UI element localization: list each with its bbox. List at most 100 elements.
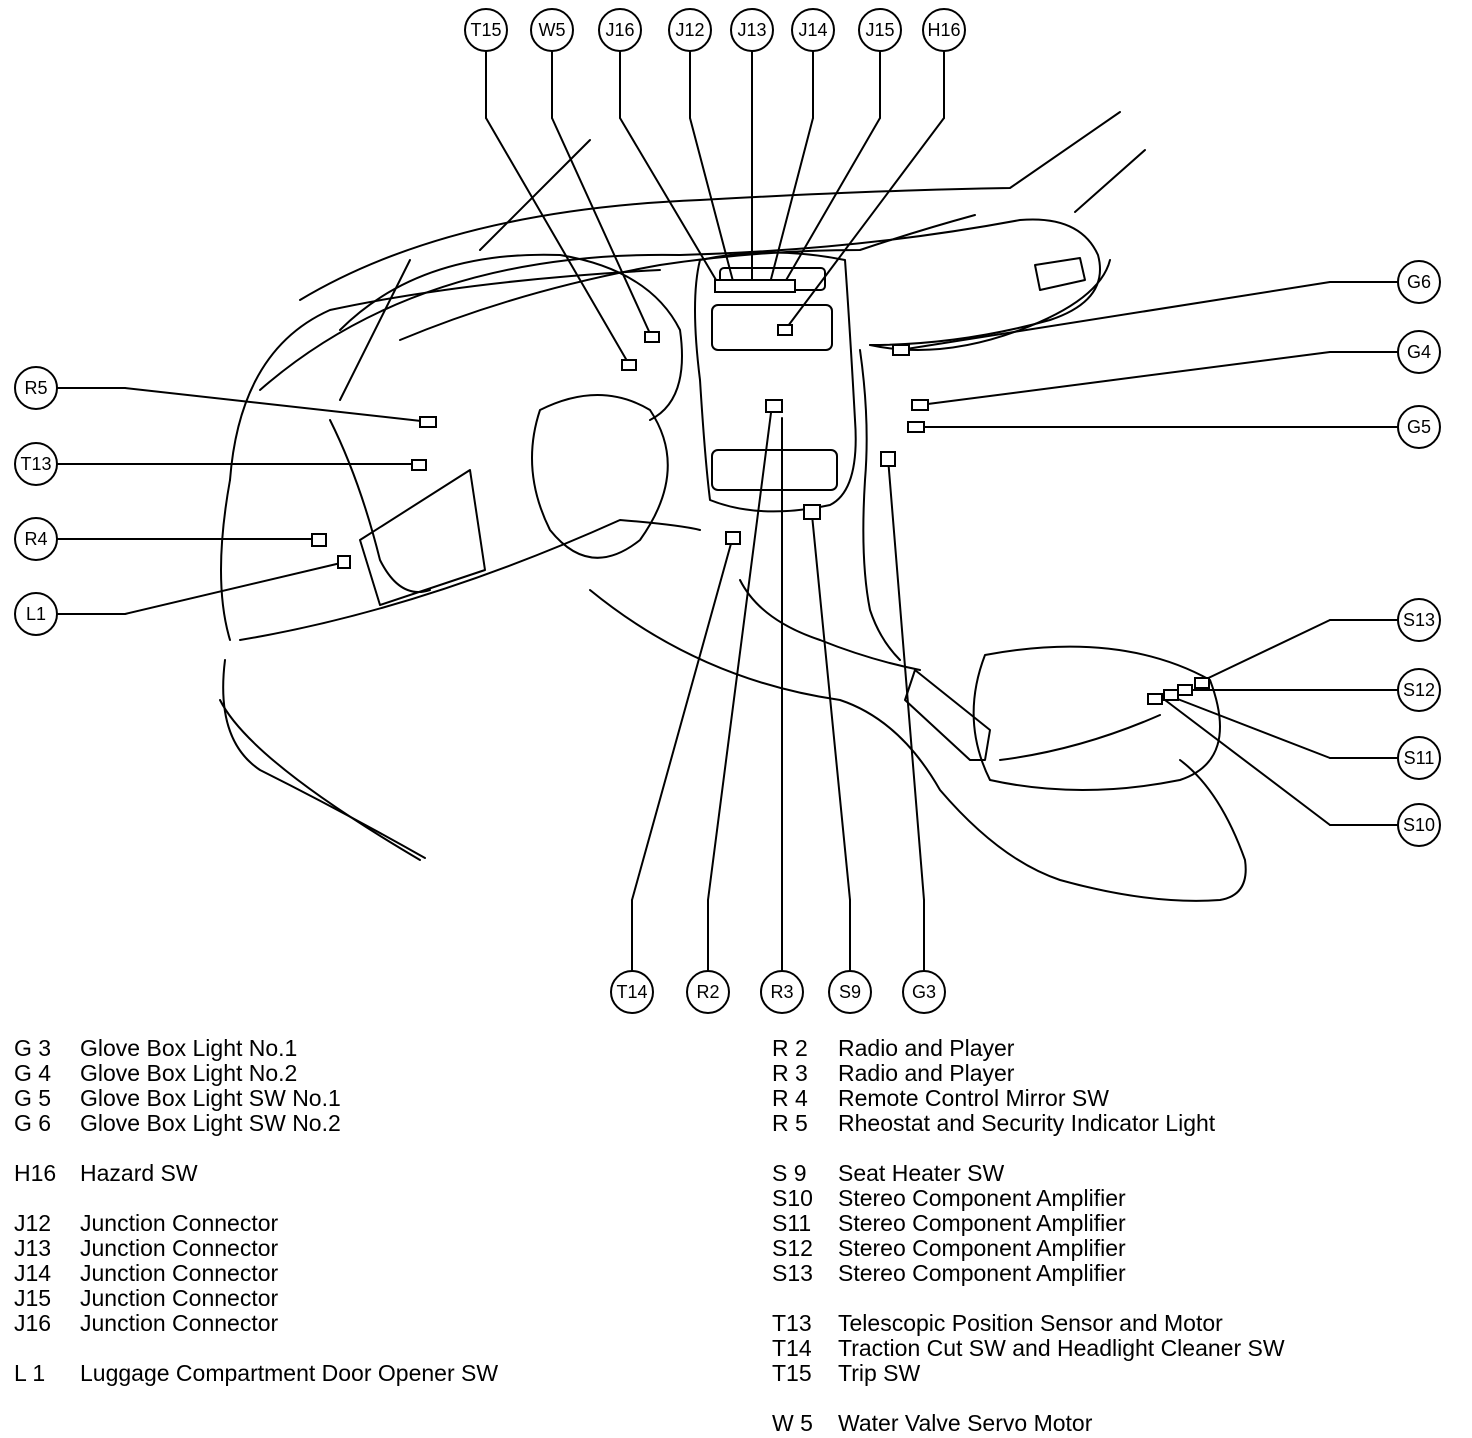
callout-H16: H16 <box>922 8 966 52</box>
legend-label: Rheostat and Security Indicator Light <box>838 1110 1216 1136</box>
legend-code: H16 <box>14 1160 57 1186</box>
callout-S11: S11 <box>1397 736 1441 780</box>
cluster-hood <box>339 253 683 421</box>
callout-T14: T14 <box>610 970 654 1014</box>
glovebox-lid <box>1034 257 1086 291</box>
legend-label: Glove Box Light No.2 <box>80 1060 298 1086</box>
legend-code: S11 <box>772 1210 812 1236</box>
steering-hub <box>531 394 669 559</box>
legend-code: R 4 <box>772 1085 808 1111</box>
connector-t14 <box>725 531 741 545</box>
connector-l1 <box>337 555 351 569</box>
legend-code: T14 <box>772 1335 812 1361</box>
callout-G4: G4 <box>1397 330 1441 374</box>
callout-J16: J16 <box>598 8 642 52</box>
legend-code: S13 <box>772 1260 813 1286</box>
legend-label: Glove Box Light No.1 <box>80 1035 298 1061</box>
callout-W5: W5 <box>530 8 574 52</box>
connector-g5 <box>907 421 925 433</box>
instrument-panel-face <box>229 269 661 481</box>
instrument-panel-top <box>259 218 1101 391</box>
connector-t15 <box>621 359 637 371</box>
legend-code: S10 <box>772 1185 813 1211</box>
legend-code: G 4 <box>14 1060 52 1086</box>
callout-S13: S13 <box>1397 598 1441 642</box>
connector-s12 <box>1177 684 1193 696</box>
connector-s11 <box>1163 689 1179 701</box>
dashboard-drawing <box>57 51 1398 971</box>
callout-T13: T13 <box>14 442 58 486</box>
legend-item: J13 Junction Connector <box>14 1236 498 1261</box>
console-tray <box>739 579 921 671</box>
legend-item: R 5 Rheostat and Security Indicator Light <box>772 1111 1285 1136</box>
legend-code: G 3 <box>14 1035 52 1061</box>
callout-R5: R5 <box>14 366 58 410</box>
legend-code: S12 <box>772 1235 813 1261</box>
legend-label: Water Valve Servo Motor <box>838 1410 1093 1436</box>
legend-item: H16 Hazard SW <box>14 1161 498 1186</box>
harness-top <box>399 214 976 341</box>
legend-label: Traction Cut SW and Headlight Cleaner SW <box>838 1335 1285 1361</box>
legend-label: Radio and Player <box>838 1060 1015 1086</box>
lower-skirt <box>219 699 421 861</box>
callout-R3: R3 <box>760 970 804 1014</box>
connector-s13 <box>1194 677 1210 689</box>
legend-label: Luggage Compartment Door Opener SW <box>80 1360 499 1386</box>
connector-r4 <box>311 533 327 547</box>
connector-g4 <box>911 399 929 411</box>
connector-t13 <box>411 459 427 471</box>
callout-J14: J14 <box>791 8 835 52</box>
armrest <box>972 645 1221 791</box>
legend-code: G 6 <box>14 1110 52 1136</box>
legend-code: W 5 <box>772 1410 813 1436</box>
legend-label: Hazard SW <box>80 1160 198 1186</box>
legend-item: J16 Junction Connector <box>14 1311 498 1336</box>
legend-item: R 3 Radio and Player <box>772 1061 1285 1086</box>
callout-S9: S9 <box>828 970 872 1014</box>
legend-code: T13 <box>772 1310 812 1336</box>
legend-item: S 9 Seat Heater SW <box>772 1161 1285 1186</box>
switch-panel <box>359 469 486 606</box>
legend-label: Junction Connector <box>80 1235 279 1261</box>
legend-code: J15 <box>14 1285 52 1311</box>
legend-label: Stereo Component Amplifier <box>838 1260 1126 1286</box>
legend-code: J16 <box>14 1310 52 1336</box>
connector-h16 <box>777 324 793 336</box>
connector-r2-r3 <box>765 399 783 413</box>
callout-J12: J12 <box>668 8 712 52</box>
connector-r5 <box>419 416 437 428</box>
legend-item: T14 Traction Cut SW and Headlight Cleaner… <box>772 1336 1285 1361</box>
legend-label: Glove Box Light SW No.1 <box>80 1085 341 1111</box>
panel-side <box>220 479 231 641</box>
legend-code: R 5 <box>772 1110 808 1136</box>
legend-code: J14 <box>14 1260 52 1286</box>
legend-code: R 2 <box>772 1035 808 1061</box>
legend-code: S 9 <box>772 1160 807 1186</box>
legend-item: W 5 Water Valve Servo Motor <box>772 1411 1285 1436</box>
legend-label: Stereo Component Amplifier <box>838 1210 1126 1236</box>
legend-item: J14 Junction Connector <box>14 1261 498 1286</box>
legend-label: Remote Control Mirror SW <box>838 1085 1109 1111</box>
callout-L1: L1 <box>14 592 58 636</box>
legend-code: R 3 <box>772 1060 808 1086</box>
callout-J13: J13 <box>730 8 774 52</box>
roof-edge <box>1074 149 1146 213</box>
component-location-diagram: T15 W5 J16 J12 J13 J14 J15 H16 R5 T13 R4… <box>14 8 1441 1014</box>
legend-item: S11 Stereo Component Amplifier <box>772 1211 1285 1236</box>
legend-code: L 1 <box>14 1360 46 1386</box>
legend-label: Junction Connector <box>80 1310 279 1336</box>
callout-T15: T15 <box>464 8 508 52</box>
connector-w5 <box>644 331 660 343</box>
console-outline <box>589 589 1247 902</box>
connector-g3 <box>880 451 896 467</box>
legend-label: Stereo Component Amplifier <box>838 1185 1126 1211</box>
legend-code: J13 <box>14 1235 52 1261</box>
callout-G6: G6 <box>1397 260 1441 304</box>
legend-label: Junction Connector <box>80 1260 279 1286</box>
legend-label: Seat Heater SW <box>838 1160 1005 1186</box>
a-pillar-line <box>339 259 411 401</box>
